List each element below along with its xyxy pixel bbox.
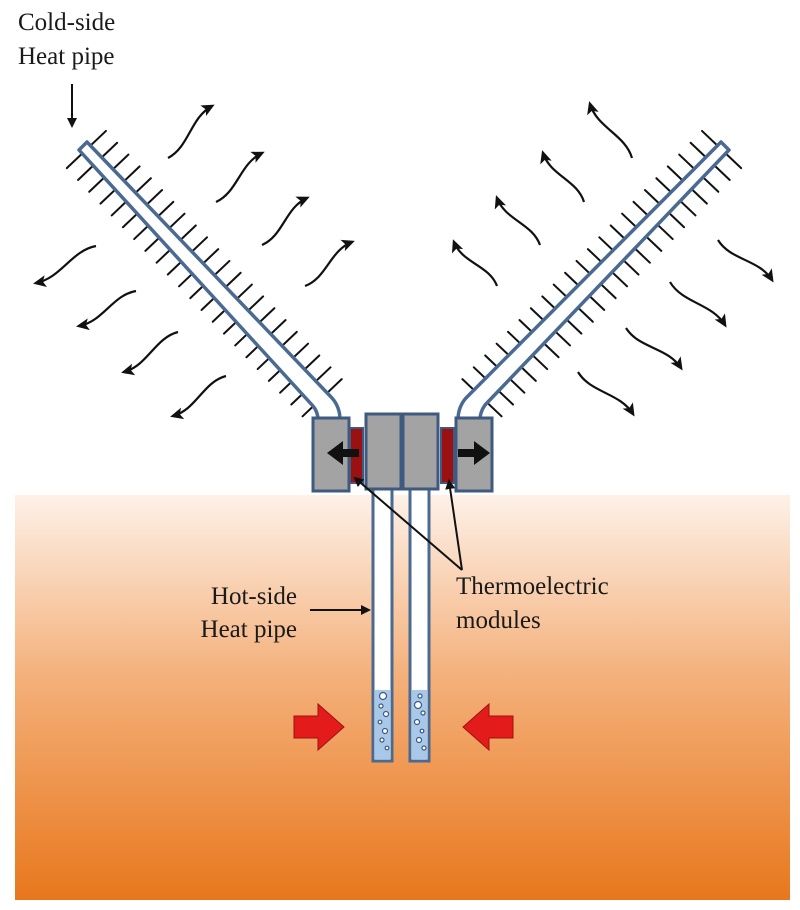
wavy-arrow bbox=[261, 196, 310, 247]
wavy-arrow bbox=[625, 327, 683, 371]
bubble bbox=[379, 737, 385, 743]
wavy-arrow bbox=[494, 195, 542, 246]
hot-block-left bbox=[364, 412, 403, 491]
cold-side-label-line2: Heat pipe bbox=[18, 43, 114, 70]
wavy-arrow bbox=[167, 104, 215, 159]
bubble bbox=[413, 718, 421, 726]
bubble bbox=[384, 745, 390, 751]
bubble bbox=[419, 728, 425, 734]
heat-dissipation-arrows bbox=[33, 101, 774, 420]
heat-flow-arrow-left bbox=[327, 441, 359, 465]
wavy-arrow bbox=[121, 330, 179, 376]
wavy-arrow bbox=[304, 239, 355, 288]
bubble bbox=[413, 700, 423, 710]
thermo-leader-arrow-right bbox=[445, 479, 463, 571]
thermoelectric-label-line1: Thermoelectric bbox=[456, 573, 609, 600]
wavy-arrow bbox=[170, 374, 227, 420]
cold-side-heat-pipe-left bbox=[77, 140, 342, 422]
wavy-arrow bbox=[76, 289, 137, 331]
heat-flow-arrow-right bbox=[458, 441, 490, 465]
wavy-arrow bbox=[452, 239, 499, 287]
incoming-heat-arrow-left bbox=[293, 702, 345, 752]
wavy-arrow bbox=[669, 281, 727, 328]
vapor-bubbles bbox=[377, 691, 427, 751]
thermo-leader-arrow-left bbox=[353, 476, 463, 571]
incoming-heat-arrow-right bbox=[462, 702, 514, 752]
bubble bbox=[378, 691, 388, 701]
thermoelectric-module-right bbox=[440, 427, 455, 484]
wavy-arrow bbox=[717, 239, 774, 283]
bubble bbox=[381, 727, 389, 735]
thermoelectric-label-line2: modules bbox=[456, 607, 541, 634]
hot-block-right bbox=[401, 412, 440, 491]
hot-side-label-line2: Heat pipe bbox=[201, 616, 297, 643]
wavy-arrow bbox=[215, 151, 265, 203]
cooling-fins bbox=[65, 129, 743, 418]
bubble bbox=[415, 736, 423, 744]
wavy-arrow bbox=[33, 244, 97, 287]
ground-heat-source bbox=[15, 495, 790, 900]
hot-side-label-line1: Hot-side bbox=[211, 583, 297, 610]
wavy-arrow bbox=[540, 150, 586, 203]
bubble bbox=[420, 710, 426, 716]
bubble bbox=[382, 710, 390, 718]
wavy-arrow bbox=[587, 101, 634, 159]
bubble bbox=[377, 719, 383, 725]
bubble bbox=[421, 745, 427, 751]
wavy-arrow bbox=[577, 371, 635, 417]
bubble bbox=[378, 703, 384, 709]
bubble bbox=[417, 693, 423, 699]
cold-side-label-line1: Cold-side bbox=[18, 9, 115, 36]
cold-side-heat-pipe-right bbox=[456, 140, 731, 422]
